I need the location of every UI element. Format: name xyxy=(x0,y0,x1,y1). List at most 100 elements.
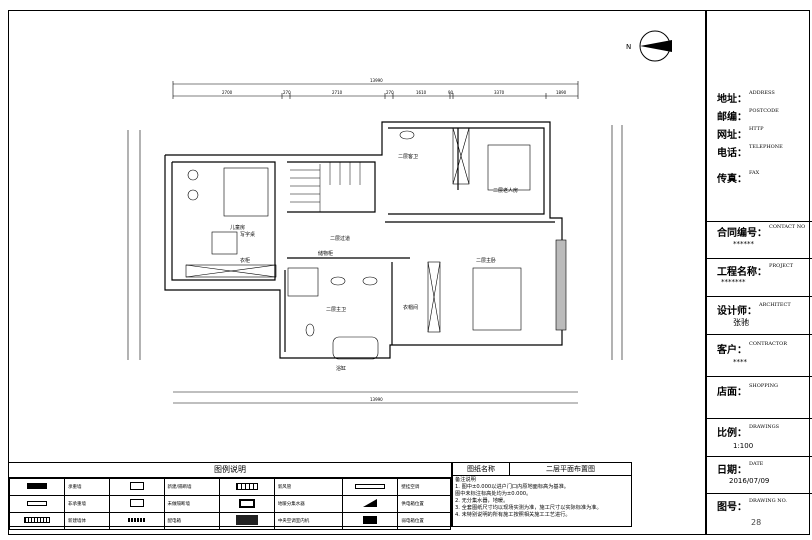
staircase xyxy=(290,162,361,212)
weak-current-box-icon xyxy=(363,516,378,524)
project-label: 工程名称： xyxy=(717,267,767,278)
designer-en: ARCHITECT xyxy=(759,302,791,308)
scale-value: 1:100 xyxy=(733,442,754,450)
legend-label: 配电箱 xyxy=(163,512,220,530)
power-box-icon xyxy=(363,499,378,507)
top-dimension-lines xyxy=(127,81,623,404)
store-en: SHOPPING xyxy=(749,383,778,389)
note-line: 图中未标注标高处均为±0.000。 xyxy=(455,491,532,497)
kids-bed xyxy=(223,167,269,217)
legend-row: 新建墙体 配电箱 中央空调室内机 弱电箱位置 xyxy=(9,512,451,530)
elder-bed xyxy=(487,144,531,191)
bearing-wall-icon xyxy=(27,483,47,489)
compass-north-label: N xyxy=(626,43,631,51)
desk xyxy=(211,231,238,255)
fresh-air-icon xyxy=(235,482,258,490)
room-label-master-bath: 二层主卫 xyxy=(326,306,346,313)
dim: 2710 xyxy=(332,90,343,95)
website-en: HTTP xyxy=(749,126,764,132)
legend-label: 中央空调室内机 xyxy=(273,512,344,530)
project-en: PROJECT xyxy=(769,263,794,269)
client-value: **** xyxy=(733,358,747,366)
contract-en: CONTACT NO xyxy=(769,224,806,230)
wall-ac-icon xyxy=(355,483,386,489)
note-wardrobe: 衣柜 xyxy=(240,257,250,264)
room-label-kids: 儿童房 xyxy=(230,224,245,231)
room-label-elder-bed: 二层老人房 xyxy=(493,187,518,194)
dim: 2700 xyxy=(222,90,233,95)
address-label: 地址： xyxy=(717,94,747,105)
fax-label: 传真： xyxy=(717,174,747,185)
central-ac-icon xyxy=(235,515,258,525)
partition-wall-icon xyxy=(129,482,144,490)
legend-label: 新建/隔断墙 xyxy=(163,478,220,496)
non-bearing-wall-icon xyxy=(27,500,47,506)
store-label: 店面： xyxy=(717,387,747,398)
scale-en: DRAWINGS xyxy=(749,424,780,430)
legend-label: 弱电箱位置 xyxy=(397,512,451,530)
note-line: 2. 无分集水器，地暖。 xyxy=(455,498,509,504)
manifold-icon xyxy=(238,498,255,508)
legend-label: 非承重墙 xyxy=(64,495,110,513)
overall-dimension-top: 13990 xyxy=(370,78,383,83)
date-label: 日期： xyxy=(717,465,747,476)
date-value: 2016/07/09 xyxy=(729,477,770,485)
dim: 270 xyxy=(283,90,291,95)
drawing-frame xyxy=(8,10,810,535)
bathtub xyxy=(332,336,379,360)
legend-label: 承重墙 xyxy=(64,478,110,496)
title-block: 地址：ADDRESS 邮编：POSTCODE 网址：HTTP 电话：TELEPH… xyxy=(705,10,812,535)
note-line: 3. 全套图纸尺寸均以现场实测为准，施工尺寸以实际标准为准。 xyxy=(455,505,602,511)
legend-label: 地暖分集水器 xyxy=(273,495,344,513)
notes-title: 备注说明 xyxy=(455,477,476,483)
designer-label: 设计师： xyxy=(717,306,757,317)
legend-row: 承重墙 新建/隔断墙 新风管 壁挂空调 xyxy=(9,478,451,496)
drawing-name-label: 图纸名称 xyxy=(453,463,510,475)
dim: 1610 xyxy=(416,90,427,95)
drawing-no-value: 28 xyxy=(751,518,762,527)
postcode-en: POSTCODE xyxy=(749,108,779,114)
room-label-guest-bath: 二层客卫 xyxy=(398,153,418,160)
legend-label: 供电箱位置 xyxy=(397,495,451,513)
dim: 90 xyxy=(448,90,454,95)
contract-label: 合同编号： xyxy=(717,228,767,239)
dim: 1890 xyxy=(556,90,567,95)
overall-dimension-bottom: 13990 xyxy=(370,397,383,402)
fax-en: FAX xyxy=(749,170,760,176)
project-value: ******* xyxy=(721,278,746,286)
closet-cabinet xyxy=(427,261,441,333)
compass-icon xyxy=(639,30,672,62)
date-en: DATE xyxy=(749,461,764,467)
distribution-box-icon xyxy=(127,518,146,522)
phone-en: TELEPHONE xyxy=(749,144,783,150)
new-wall-icon xyxy=(24,517,50,523)
note-bathtub: 浴缸 xyxy=(336,365,346,372)
scale-label: 比例： xyxy=(717,428,747,439)
dim: 270 xyxy=(386,90,394,95)
note-line: 1. 图中±0.000以进户门口内原地面标高为基准。 xyxy=(455,484,569,490)
drawing-no-en: DRAWING NO. xyxy=(749,498,788,504)
legend-title: 图例说明 xyxy=(9,463,451,478)
postcode-label: 邮编： xyxy=(717,112,747,123)
dim: 3370 xyxy=(494,90,505,95)
wardrobe xyxy=(185,264,277,278)
legend-label: 新风管 xyxy=(273,478,344,496)
client-label: 客户： xyxy=(717,345,747,356)
drawing-name-value: 二层平面布置图 xyxy=(546,465,595,473)
legend-row: 非承重墙 未做隔断墙 地暖分集水器 供电箱位置 xyxy=(9,495,451,513)
drawing-no-label: 图号： xyxy=(717,502,747,513)
drawing-name-block: 图纸名称 二层平面布置图 备注说明 1. 图中±0.000以进户门口内原地面标高… xyxy=(452,462,632,527)
contract-value: ****** xyxy=(733,240,754,248)
legend-label: 壁挂空调 xyxy=(397,478,451,496)
website-label: 网址： xyxy=(717,130,747,141)
notes: 备注说明 1. 图中±0.000以进户门口内原地面标高为基准。 图中未标注标高处… xyxy=(453,476,631,520)
furniture xyxy=(185,127,567,360)
unbuilt-wall-icon xyxy=(129,499,144,507)
note-line: 4. 未特别说明的所有施工按照相关施工工艺进行。 xyxy=(455,512,571,518)
room-label-closet: 衣帽间 xyxy=(403,304,418,311)
walls xyxy=(164,121,563,359)
room-label-master-bed: 二层主卧 xyxy=(476,257,496,264)
phone-label: 电话： xyxy=(717,148,747,159)
client-en: CONTRACTOR xyxy=(749,341,788,347)
